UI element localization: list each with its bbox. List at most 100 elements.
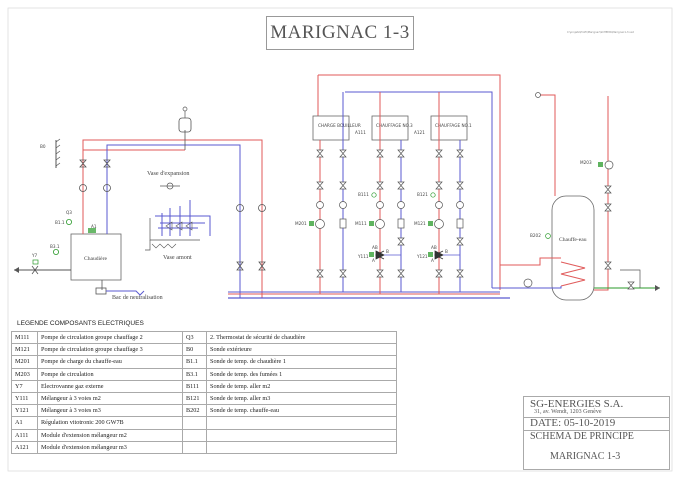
legend-desc-cell: Mélangeur à 3 voies m3: [37, 404, 183, 418]
legend-code-cell: B121: [182, 391, 207, 406]
legend-code-cell: Y121: [11, 404, 38, 418]
legend-desc-cell: [206, 440, 397, 454]
project-name: MARIGNAC 1-3: [550, 451, 621, 462]
chauffe-eau-label: Chauffe-eau: [559, 236, 587, 243]
legend-code-cell: M111: [11, 330, 38, 345]
legend-desc-cell: Régulation vitotronic 200 GW7B: [37, 416, 183, 430]
legend-desc-cell: Module d'extension mélangeur m2: [37, 428, 183, 442]
b111-label: B111: [358, 192, 369, 197]
y121-label: Y121: [416, 254, 428, 259]
group-chauffage-1: CHAUFFAGE NO.1: [430, 115, 472, 141]
legend-desc-cell: Sonde de temp. aller m2: [206, 379, 397, 393]
neutralisation-label: Bac de neutralisation: [112, 295, 163, 301]
legend-desc-cell: [206, 416, 397, 430]
legend-desc-cell: Sonde extérieure: [206, 343, 397, 357]
branch-sensors: [309, 192, 436, 257]
legend-desc-cell: Pompe de charge du chauffe-eau: [37, 355, 183, 369]
chauffage3-label: CHAUFFAGE NO.3: [376, 123, 413, 128]
m111-label: M111: [355, 221, 367, 226]
legend-code-cell: M201: [11, 355, 38, 369]
q3-label: Q3: [66, 210, 72, 215]
legend-code-cell: B3.1: [182, 367, 207, 381]
chauffage1-label: CHAUFFAGE NO.1: [435, 123, 472, 128]
legend-code-cell: M203: [11, 367, 38, 381]
legend-code-cell: B0: [182, 343, 207, 357]
legend-desc-cell: Module d'extension mélangeur m3: [37, 440, 183, 454]
legend-code-cell: Q3: [182, 330, 207, 345]
vase-expansion-label: Vase d'expansion: [147, 170, 190, 177]
group-chauffage-3: CHAUFFAGE NO.3: [371, 115, 413, 141]
expansion-area: Vase d'expansion Vase amont: [145, 170, 211, 261]
legend-code-cell: A1: [11, 416, 38, 430]
a111-label: A111: [355, 130, 366, 135]
legend-code-cell: Y7: [11, 379, 38, 393]
legend-desc-cell: Electrovanne gaz externe: [37, 379, 183, 393]
legend-code-cell: Y111: [11, 391, 38, 406]
legend-desc-cell: Pompe de circulation: [37, 367, 183, 381]
charge-bouilleur-label: CHARGE BOUILLEUR: [318, 123, 361, 128]
b11-label: B1.1: [55, 220, 65, 225]
a121-label: A121: [414, 130, 425, 135]
legend-desc-cell: Sonde de temp. chauffe-eau: [206, 404, 397, 418]
legend-code-cell: M121: [11, 343, 38, 357]
company-name: SG-ENERGIES S.A.: [530, 398, 624, 410]
a1-label: A1: [91, 224, 97, 229]
hot-water-tank: Chauffe-eau B202: [530, 195, 595, 301]
boiler-label: Chaudière: [84, 256, 108, 262]
outside-sensor-b0: B0: [40, 138, 61, 168]
legend-title: LEGENDE COMPOSANTS ELECTRIQUES: [17, 320, 144, 327]
y111-label: Y111: [357, 254, 369, 259]
m201-label: M201: [295, 221, 307, 226]
b0-label: B0: [40, 144, 46, 149]
b121-label: B121: [417, 192, 428, 197]
ab-label-1: AB: [372, 245, 378, 250]
legend-code-cell: A111: [11, 428, 38, 442]
b31-label: B3.1: [50, 244, 60, 249]
y7-label: Y7: [31, 253, 38, 258]
a-label-2: A: [431, 258, 434, 263]
drawing-type: SCHEMA DE PRINCIPE: [530, 431, 634, 442]
legend-desc-cell: Sonde de temp. des fumées 1: [206, 367, 397, 381]
legend-code-cell: [182, 440, 207, 454]
legend-code-cell: [182, 428, 207, 442]
legend-code-cell: B202: [182, 404, 207, 418]
a-label-1: A: [372, 258, 375, 263]
legend-desc-cell: [206, 428, 397, 442]
vase-amont-label: Vase amont: [163, 254, 192, 261]
legend-desc-cell: Pompe de circulation groupe chauffage 2: [37, 330, 183, 345]
group-charge-bouilleur: CHARGE BOUILLEUR: [312, 115, 361, 141]
header-note: C:\projets\Profil\Marignac\SCHEMA\Marign…: [567, 31, 634, 34]
b202-label: B202: [530, 233, 541, 238]
b-label-2: B: [445, 249, 448, 254]
legend-desc-cell: 2. Thermostat de sécurité de chaudière: [206, 330, 397, 345]
drawing-date: DATE: 05-10-2019: [530, 417, 616, 429]
sheet-border: [7, 7, 673, 472]
page-title: MARIGNAC 1-3: [266, 16, 414, 50]
title-block: SG-ENERGIES S.A. 31, av. Wendt, 1203 Gen…: [523, 396, 670, 470]
ab-label-2: AB: [431, 245, 437, 250]
legend-code-cell: B1.1: [182, 355, 207, 369]
m203-label: M203: [580, 160, 592, 165]
legend-desc-cell: Mélangeur à 3 voies m2: [37, 391, 183, 406]
legend-code-cell: B111: [182, 379, 207, 393]
company-address: 31, av. Wendt, 1203 Genève: [534, 409, 602, 415]
legend-desc-cell: Sonde de temp. aller m3: [206, 391, 397, 406]
legend-desc-cell: Sonde de temp. de chaudière 1: [206, 355, 397, 369]
legend-desc-cell: Pompe de circulation groupe chauffage 3: [37, 343, 183, 357]
b-label-1: B: [386, 249, 389, 254]
m121-label: M121: [414, 221, 426, 226]
legend-code-cell: A121: [11, 440, 38, 454]
boiler: Chaudière B1.1 Q3 A1 B3.1 Y7 Bac de neut…: [14, 210, 163, 301]
